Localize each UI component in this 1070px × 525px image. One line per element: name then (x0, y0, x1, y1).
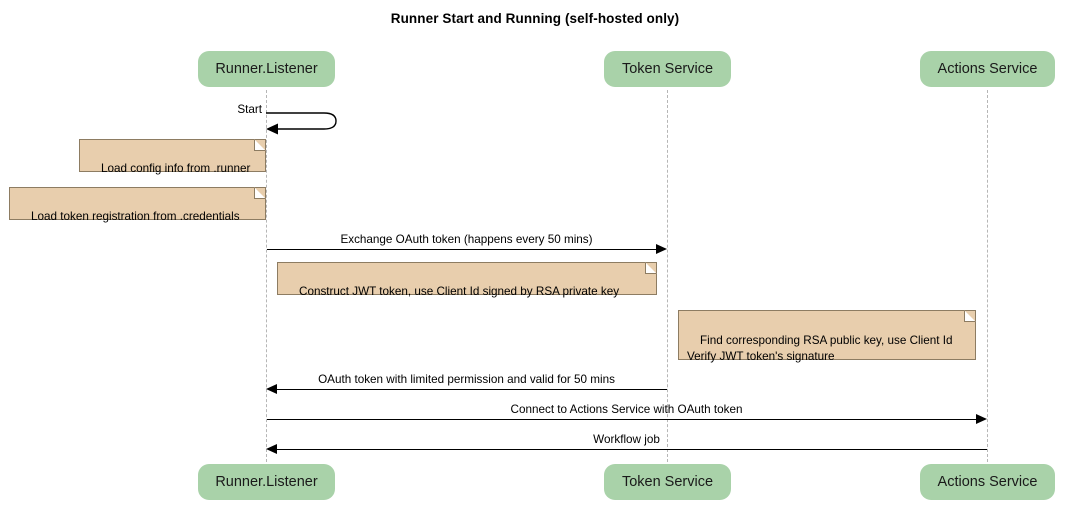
participant-actions-bottom[interactable]: Actions Service (920, 464, 1055, 500)
lifeline-actions (987, 90, 988, 462)
lifeline-token (667, 90, 668, 462)
self-message-start[interactable] (264, 105, 346, 137)
note-text: Find corresponding RSA public key, use C… (687, 334, 953, 363)
note-fold-corner (254, 187, 266, 199)
participant-label: Token Service (621, 61, 714, 77)
lifeline-runner (266, 90, 267, 462)
participant-label: Actions Service (937, 474, 1038, 490)
participant-runner-top[interactable]: Runner.Listener (198, 51, 335, 87)
arrowhead-right (656, 243, 667, 254)
note-load-token-registration: Load token registration from .credential… (9, 187, 266, 223)
arrowhead-left (266, 443, 277, 454)
note-text: Load token registration from .credential… (31, 210, 240, 223)
message-label-exchange-oauth-token: Exchange OAuth token (happens every 50 m… (340, 233, 593, 246)
note-load-config: Load config info from .runner (79, 139, 266, 175)
participant-label: Actions Service (937, 61, 1038, 77)
participant-actions-top[interactable]: Actions Service (920, 51, 1055, 87)
participant-token-bottom[interactable]: Token Service (604, 464, 731, 500)
participant-token-top[interactable]: Token Service (604, 51, 731, 87)
note-verify-jwt: Find corresponding RSA public key, use C… (678, 310, 976, 363)
note-fold-corner (254, 139, 266, 151)
message-line-oauth-token-reply[interactable] (277, 389, 667, 390)
message-label-start: Start (237, 103, 262, 116)
note-text: Construct JWT token, use Client Id signe… (299, 285, 620, 298)
arrowhead-right (976, 413, 987, 424)
participant-label: Token Service (621, 474, 714, 490)
note-fold-corner (645, 262, 657, 274)
message-line-exchange-oauth-token[interactable] (267, 249, 656, 250)
message-label-workflow-job: Workflow job (593, 433, 660, 446)
participant-label: Runner.Listener (215, 474, 318, 490)
participant-runner-bottom[interactable]: Runner.Listener (198, 464, 335, 500)
participant-label: Runner.Listener (215, 61, 318, 77)
note-construct-jwt: Construct JWT token, use Client Id signe… (277, 262, 657, 298)
page-title: Runner Start and Running (self-hosted on… (390, 11, 680, 26)
message-label-connect-actions-service: Connect to Actions Service with OAuth to… (510, 403, 743, 416)
note-fold-corner (964, 310, 976, 322)
arrowhead-left (266, 383, 277, 394)
message-label-oauth-token-reply: OAuth token with limited permission and … (318, 373, 615, 386)
message-line-connect-actions-service[interactable] (267, 419, 976, 420)
message-line-workflow-job[interactable] (277, 449, 987, 450)
note-text: Load config info from .runner (101, 162, 251, 175)
